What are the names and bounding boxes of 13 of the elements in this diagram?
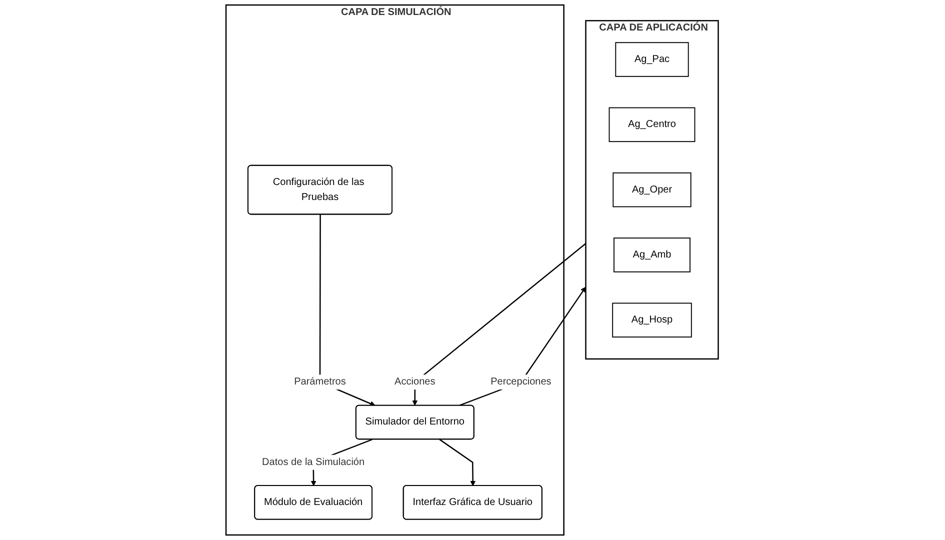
arrow — [320, 214, 376, 406]
arrow — [440, 438, 476, 486]
node-box: Ag_Pac — [616, 42, 690, 77]
edge-label: Acciones — [394, 376, 436, 388]
arrow — [460, 286, 586, 406]
edge-label: Percepciones — [490, 376, 552, 388]
edge-label: Parámetros — [294, 376, 346, 388]
node-box: Ag_Hosp — [612, 302, 692, 338]
node-box: Ag_Oper — [613, 172, 692, 208]
arrow — [412, 243, 587, 406]
node-box: Ag_Centro — [609, 107, 696, 142]
edge-label: Datos de la Simulación — [262, 456, 365, 468]
node-box: Ag_Amb — [614, 238, 691, 272]
